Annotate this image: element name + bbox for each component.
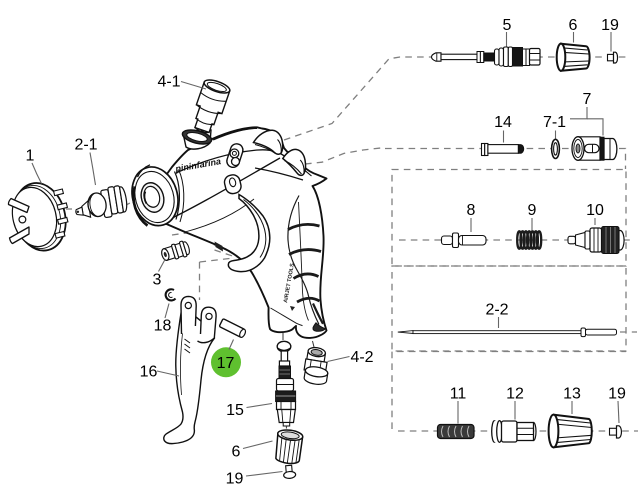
svg-text:10: 10	[586, 202, 604, 219]
svg-text:4-1: 4-1	[157, 73, 180, 90]
svg-text:13: 13	[563, 386, 581, 403]
svg-text:12: 12	[506, 386, 524, 403]
svg-text:18: 18	[154, 318, 172, 335]
svg-text:15: 15	[226, 402, 244, 419]
svg-text:11: 11	[450, 386, 467, 403]
svg-text:3: 3	[153, 272, 162, 289]
svg-text:14: 14	[494, 114, 512, 131]
svg-text:19: 19	[226, 471, 244, 488]
svg-text:8: 8	[467, 202, 476, 219]
svg-text:7-1: 7-1	[543, 114, 566, 131]
svg-text:19: 19	[608, 386, 626, 403]
svg-text:9: 9	[528, 202, 537, 219]
svg-text:17: 17	[217, 355, 235, 372]
svg-text:6: 6	[232, 444, 241, 461]
svg-text:1: 1	[26, 147, 35, 164]
svg-text:2-1: 2-1	[74, 137, 97, 154]
svg-text:5: 5	[503, 17, 512, 34]
svg-text:2-2: 2-2	[485, 302, 508, 319]
svg-text:7: 7	[583, 91, 592, 108]
svg-text:4-2: 4-2	[350, 349, 373, 366]
svg-text:16: 16	[140, 364, 158, 381]
svg-text:6: 6	[569, 17, 578, 34]
svg-text:19: 19	[601, 17, 619, 34]
